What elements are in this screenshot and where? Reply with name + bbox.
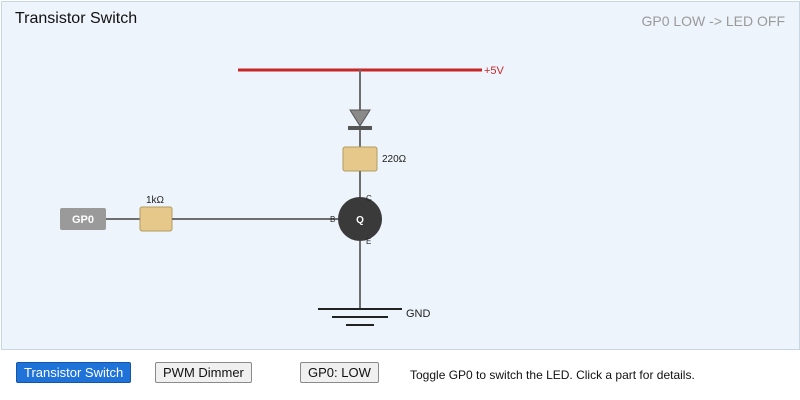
led[interactable]	[348, 109, 372, 130]
transistor-body	[338, 197, 382, 241]
led-triangle-icon	[349, 109, 371, 127]
pwm-dimmer-button[interactable]: PWM Dimmer	[155, 362, 252, 383]
pin-base-label: B	[330, 215, 335, 224]
transistor-switch-button[interactable]: Transistor Switch	[16, 362, 132, 383]
transistor[interactable]: Q	[338, 197, 382, 241]
hint-text: Toggle GP0 to switch the LED. Click a pa…	[410, 368, 695, 382]
gp0-toggle-button[interactable]: GP0: LOW	[300, 362, 379, 383]
resistor-220[interactable]	[342, 146, 378, 172]
circuit-diagram: +5V 220Ω GP0 1kΩ Q C B E GND	[60, 65, 505, 326]
ground-icon[interactable]	[318, 308, 402, 326]
pin-emitter-label: E	[366, 237, 371, 246]
resistor-220-label: 220Ω	[382, 154, 407, 165]
resistor-1k[interactable]	[139, 206, 173, 232]
control-bar: Transistor Switch PWM Dimmer GP0: LOW To…	[0, 350, 800, 400]
led-bar	[348, 126, 372, 130]
canvas-panel	[1, 1, 800, 350]
pin-collector-label: C	[366, 194, 372, 203]
resistor-1k-label: 1kΩ	[146, 195, 165, 206]
gp0-pin-label: GP0	[72, 214, 94, 226]
transistor-label: Q	[356, 215, 364, 226]
gp0-pin[interactable]	[60, 208, 106, 230]
ground-label: GND	[406, 308, 431, 320]
page-title: Transistor Switch	[15, 10, 138, 27]
supply-label: +5V	[484, 65, 505, 77]
status-readout: GP0 LOW -> LED OFF	[641, 13, 785, 29]
